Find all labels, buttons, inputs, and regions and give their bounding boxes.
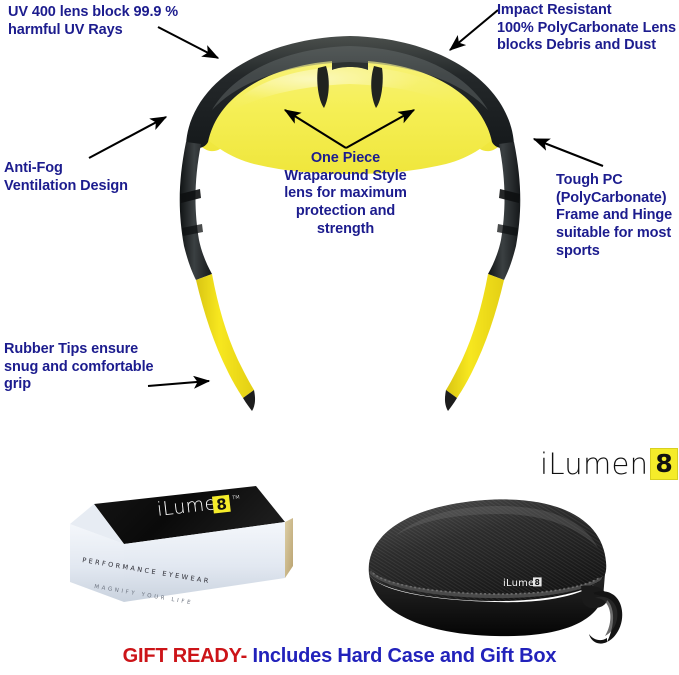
box-logo-eight: 8	[215, 495, 227, 514]
gift-ready-label: GIFT READY-	[122, 645, 248, 667]
frame-brow-highlight	[212, 46, 488, 110]
callout-one-piece-lens: One Piece Wraparound Style lens for maxi…	[284, 150, 407, 237]
box-logo-tm: TM	[231, 495, 240, 502]
case-top-highlight	[395, 506, 598, 548]
case-lower-shell	[369, 574, 605, 637]
box-front-panel	[70, 524, 124, 602]
carabiner-clip	[588, 591, 623, 644]
box-end-panel	[70, 504, 124, 544]
temple-left-tip	[243, 390, 256, 411]
callout-anti-fog: Anti-Fog Ventilation Design	[4, 160, 128, 194]
callout-impact-resistant: Impact Resistant 100% PolyCarbonate Lens…	[497, 2, 677, 54]
temple-left-hinge	[180, 189, 201, 203]
temple-right-hinge2	[497, 224, 518, 236]
gift-ready-detail: Includes Hard Case and Gift Box	[247, 645, 557, 667]
box-kraft-edge	[285, 518, 293, 578]
nose-pad-left	[317, 66, 329, 108]
case-zipper	[369, 570, 603, 599]
case-logo-group: iLumen 8	[503, 577, 542, 589]
case-zipper-teeth	[372, 572, 600, 595]
temple-left-black	[179, 142, 212, 280]
temple-right-black	[488, 142, 521, 280]
case-logo-word: iLumen	[503, 578, 541, 589]
temple-right-tip	[444, 390, 457, 411]
hard-case-image: iLumen 8	[368, 499, 623, 644]
temple-left-yellow	[196, 274, 254, 398]
callout-tough-frame: Tough PC (PolyCarbonate) Frame and Hinge…	[556, 172, 673, 259]
case-strap	[581, 585, 608, 609]
case-texture-overlay	[368, 499, 607, 602]
callout-rubber-tips: Rubber Tips ensure snug and comfortable …	[4, 341, 154, 393]
box-front-panel-wide	[124, 522, 285, 602]
brand-logo: iLumen 8	[540, 448, 678, 480]
brand-logo-eight: 8	[650, 448, 678, 480]
temple-right-yellow	[446, 274, 504, 398]
nose-pad-right	[371, 66, 383, 108]
gift-ready-banner: GIFT READY- Includes Hard Case and Gift …	[0, 645, 679, 668]
brand-logo-word: iLumen	[540, 446, 649, 481]
box-logo-eight-bg	[211, 494, 231, 514]
case-logo-eight: 8	[535, 578, 540, 587]
gift-box-image: iLumen 8 TM PERFORMANCE EYEWEAR MAGNIFY …	[70, 486, 293, 607]
frame-brow	[186, 36, 514, 149]
case-logo-eight-bg	[533, 577, 542, 587]
temple-left-hinge2	[182, 224, 203, 236]
lens-highlight	[220, 66, 480, 118]
callout-uv-protection: UV 400 lens block 99.9 % harmful UV Rays	[8, 4, 179, 38]
temple-right-hinge	[499, 189, 520, 203]
box-top-panel	[94, 486, 285, 544]
